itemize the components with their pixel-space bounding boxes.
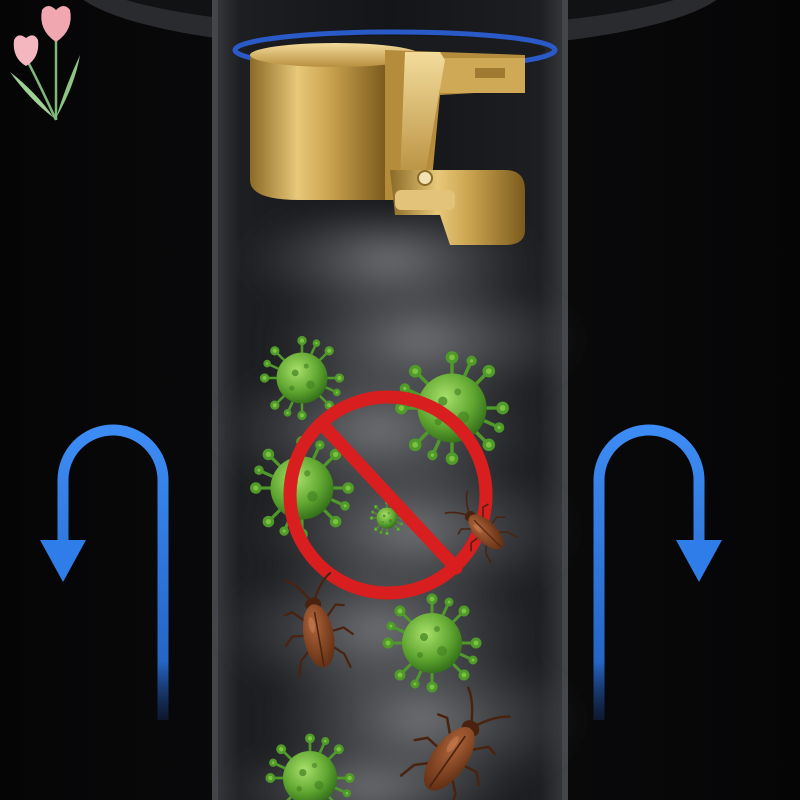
virus-icon (395, 351, 509, 465)
prohibited-sign-icon (283, 390, 493, 600)
u-turn-down-arrow-icon (593, 424, 722, 720)
virus-icon (259, 335, 345, 421)
virus-icon (382, 593, 482, 693)
u-turn-down-arrow-icon (40, 424, 169, 720)
tulip-flowers-icon (10, 6, 80, 121)
gold-drain-valve-icon (232, 29, 558, 245)
